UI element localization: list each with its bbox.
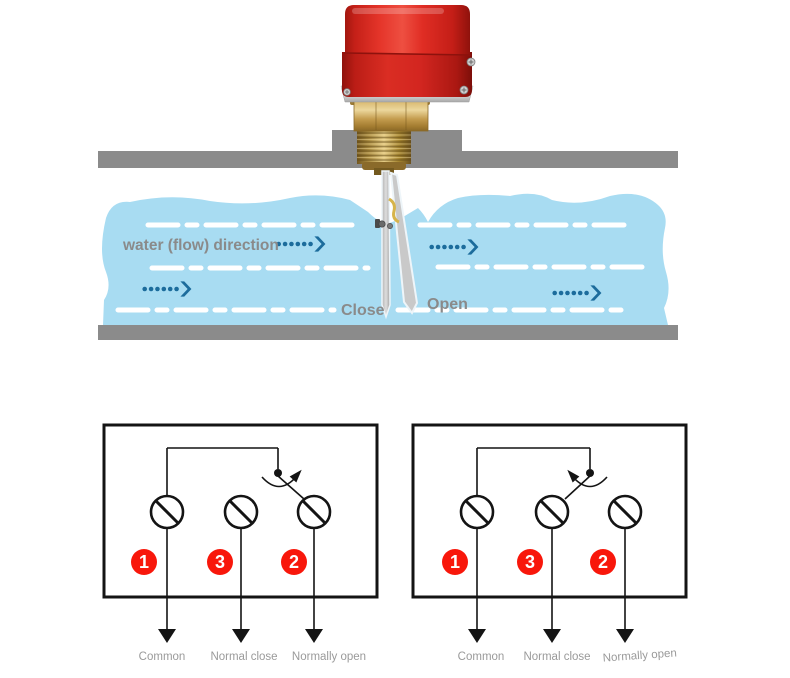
rotation-arc	[261, 476, 297, 488]
wiring-diagram-flow: 1 3 2 Common Normal close Normally open	[102, 423, 379, 663]
terminal-badge: 2	[590, 549, 616, 575]
hex-nut	[353, 100, 429, 132]
fitting-collar	[362, 162, 406, 170]
wire-label-normal-close: Normal close	[523, 651, 590, 663]
terminal-number: 1	[450, 552, 460, 572]
terminal-badge: 2	[281, 549, 307, 575]
pivot-dot	[274, 469, 282, 477]
paddle-close-position	[381, 170, 391, 320]
rotation-arc	[572, 476, 608, 488]
terminal-symbol-2	[607, 494, 643, 530]
wire-label-normally-open: Normally open	[602, 647, 677, 664]
terminal-badge: 3	[207, 549, 233, 575]
wire-arrow-icon	[158, 629, 176, 643]
wire-arrow-icon	[232, 629, 250, 643]
cover-sheen	[352, 8, 444, 14]
cover-screw-icon	[466, 57, 476, 67]
wire-label-normally-open: Normally open	[292, 651, 366, 663]
switch-cover-dome	[345, 5, 470, 54]
paddle-close-label: Close	[341, 302, 385, 319]
switch-cover-lower	[342, 52, 472, 97]
cover-screw-icon	[343, 88, 351, 96]
terminal-badge: 3	[517, 549, 543, 575]
circuit-wires	[166, 447, 315, 629]
terminal-symbol-1	[459, 494, 495, 530]
paddle-clamp-screw	[387, 223, 393, 229]
cover-seam	[343, 52, 472, 56]
terminal-symbol-3	[223, 494, 259, 530]
terminal-symbol-3	[534, 494, 570, 530]
wire-arrow-icon	[543, 629, 561, 643]
cover-screw-icon	[459, 85, 469, 95]
wire-label-common: Common	[458, 651, 505, 663]
wire-label-normal-close: Normal close	[210, 651, 277, 663]
paddle-spring-clip	[388, 197, 400, 224]
terminal-badge: 1	[442, 549, 468, 575]
terminal-number: 3	[215, 552, 225, 572]
paddle-assembly	[375, 170, 419, 320]
flow-direction-label: water (flow) direction	[122, 237, 279, 254]
wire-arrow-icon	[468, 629, 486, 643]
paddle-clamp-screw	[378, 220, 386, 228]
pipe-wall-bottom	[98, 325, 678, 340]
thread-highlights	[357, 134, 411, 158]
flow-lines	[115, 222, 645, 313]
terminal-number: 2	[598, 552, 608, 572]
hex-nut-facets	[375, 102, 407, 130]
pivot-dot	[586, 469, 594, 477]
paddle-clamp	[375, 219, 380, 228]
terminal-symbol-1	[149, 494, 185, 530]
terminal-symbol-2	[296, 494, 332, 530]
terminal-badge: 1	[131, 549, 157, 575]
switch-lever	[277, 475, 305, 500]
paddle-open-label: Open	[427, 296, 468, 313]
wire-arrow-icon	[305, 629, 323, 643]
terminal-number: 3	[525, 552, 535, 572]
wire-arrow-icon	[616, 629, 634, 643]
flow-switch-device: Close Open	[340, 5, 476, 320]
wire-label-common: Common	[139, 651, 186, 663]
switch-lever	[564, 475, 591, 500]
wiring-diagram-rest: 1 3 2 Common Normal close Normally open	[411, 423, 688, 665]
circuit-wires	[476, 447, 626, 629]
paddle-open-position	[389, 171, 419, 315]
terminal-number: 1	[139, 552, 149, 572]
thread-ridges	[357, 132, 411, 161]
terminal-number: 2	[289, 552, 299, 572]
